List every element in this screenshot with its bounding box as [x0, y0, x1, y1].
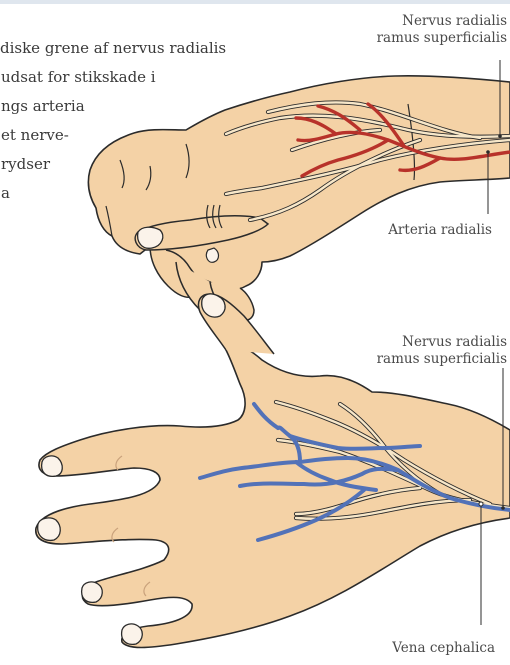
finger-nail	[38, 518, 61, 540]
top-nerve-dot	[498, 134, 502, 138]
label-artery: Arteria radialis	[388, 222, 492, 239]
finger-nail	[82, 582, 103, 602]
top-hand	[88, 60, 510, 321]
finger-nail	[206, 248, 218, 262]
label-line: Vena cephalica	[392, 640, 495, 657]
label-line: ramus superficialis	[377, 351, 507, 368]
label-line: Arteria radialis	[388, 222, 492, 239]
thumb-nail	[138, 227, 163, 248]
artery-dot	[486, 150, 490, 154]
finger-nail	[122, 624, 143, 644]
label-line: Nervus radialis	[377, 334, 507, 351]
finger-nail	[42, 456, 63, 476]
label-top-nerve: Nervus radialis ramus superficialis	[377, 13, 507, 47]
label-bottom-nerve: Nervus radialis ramus superficialis	[377, 334, 507, 368]
label-line: ramus superficialis	[377, 30, 507, 47]
bottom-hand-skin	[36, 345, 510, 647]
label-line: Nervus radialis	[377, 13, 507, 30]
bottom-nerve-dot	[501, 506, 505, 510]
vein-dot	[479, 502, 483, 506]
label-vein: Vena cephalica	[392, 640, 495, 657]
